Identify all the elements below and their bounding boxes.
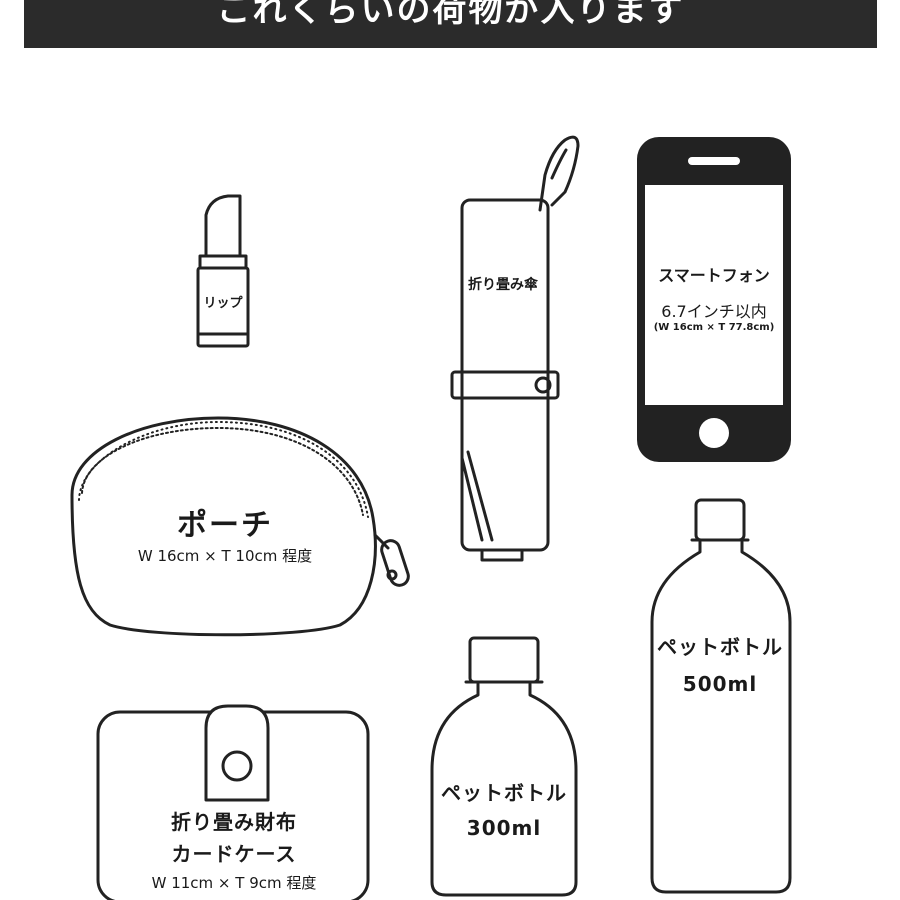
wallet-label-line1: 折り畳み財布	[171, 810, 297, 834]
bottle-300ml-icon	[430, 636, 578, 897]
header-banner: これくらいの荷物が入ります	[24, 0, 877, 48]
smartphone-size: 6.7インチ以内	[661, 302, 767, 321]
folding-umbrella-icon	[450, 135, 580, 562]
wallet-label-line2: カードケース	[171, 842, 297, 866]
umbrella-label: 折り畳み傘	[468, 277, 538, 293]
bottle-500ml-icon	[650, 498, 792, 894]
wallet-icon	[96, 704, 370, 900]
bottle-300ml-volume: 300ml	[466, 816, 542, 840]
smartphone-icon	[637, 137, 791, 462]
pouch-icon	[70, 416, 410, 637]
bottle-500ml-volume: 500ml	[682, 672, 758, 696]
smartphone-dims: (W 16cm × T 77.8cm)	[653, 322, 775, 333]
lipstick-icon	[196, 194, 250, 348]
pouch-label: ポーチ	[177, 508, 273, 543]
wallet-dims: W 11cm × T 9cm 程度	[151, 874, 317, 892]
page-title: これくらいの荷物が入ります	[216, 0, 685, 30]
bottle-300ml-label: ペットボトル	[441, 781, 567, 805]
smartphone-label: スマートフォン	[658, 266, 770, 285]
bottle-500ml-label: ペットボトル	[657, 635, 783, 659]
lip-label: リップ	[203, 296, 243, 311]
pouch-dims: W 16cm × T 10cm 程度	[137, 547, 313, 565]
